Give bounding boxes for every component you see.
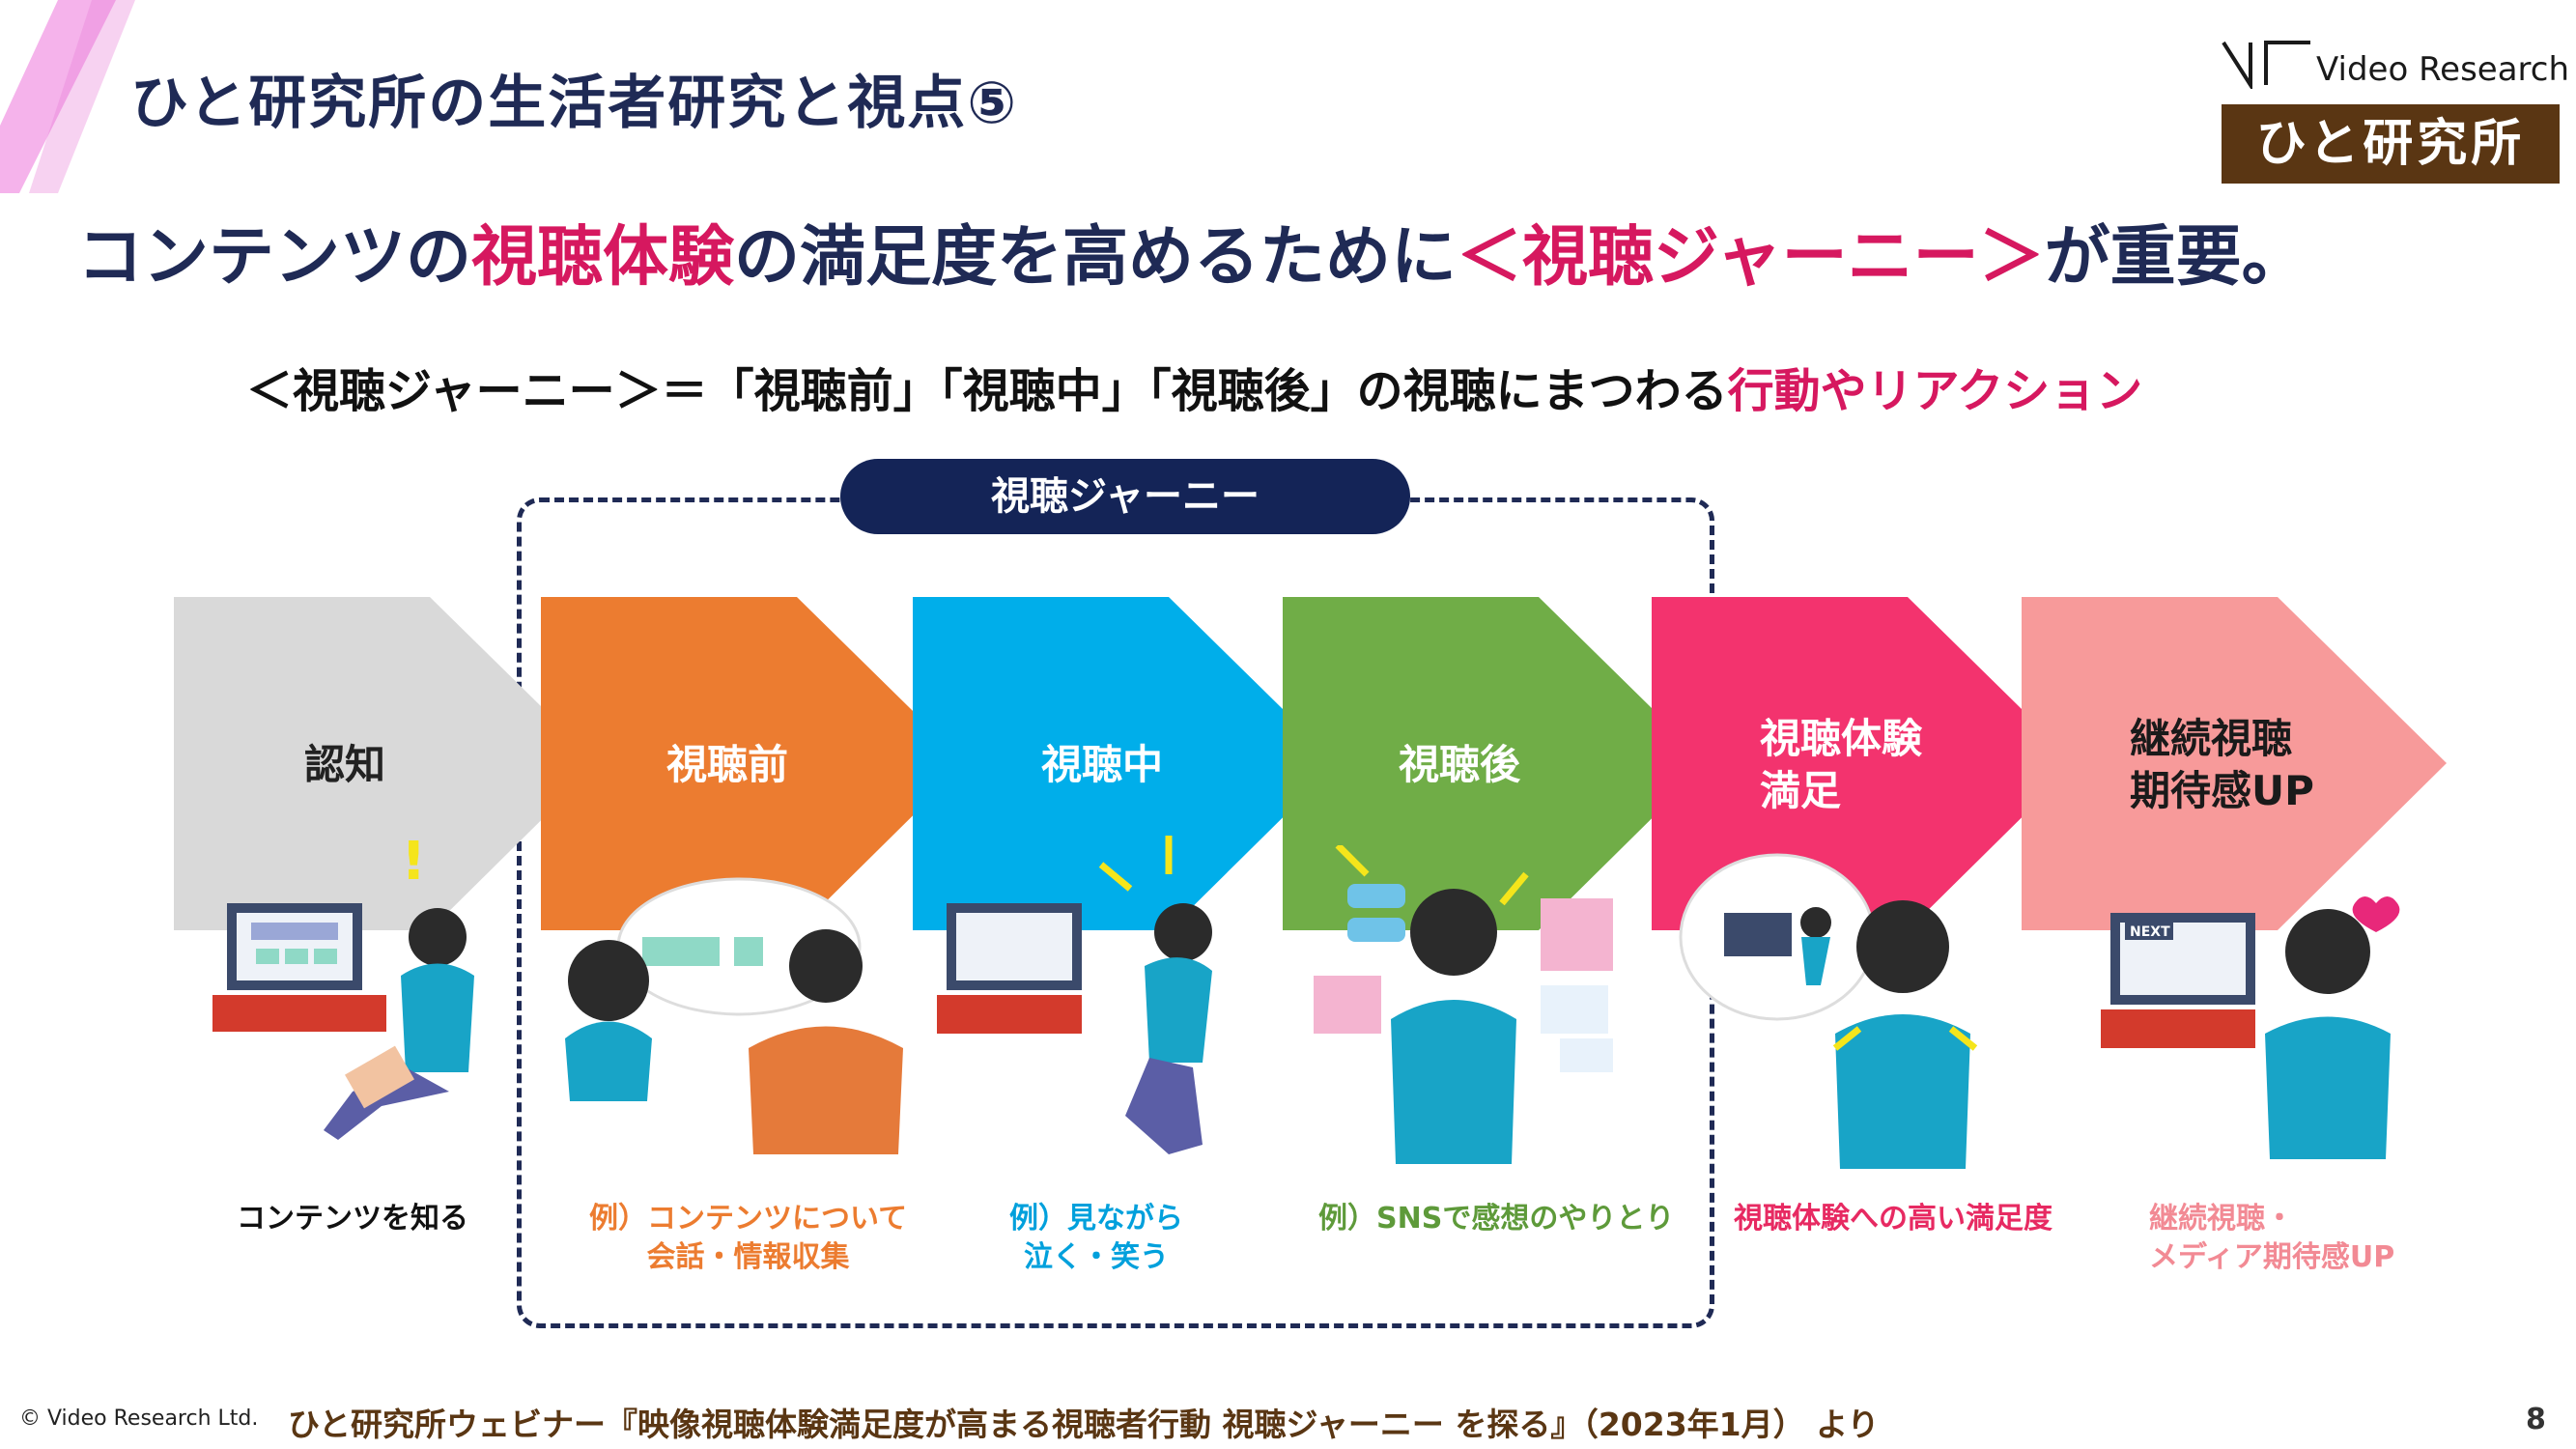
stage-label-3: 視聴中 <box>1041 739 1163 791</box>
stage-label-5: 視聴体験 満足 <box>1760 713 1922 817</box>
headline-highlight-2: ＜視聴ジャーニー＞ <box>1457 219 2045 296</box>
definition-line: ＜視聴ジャーニー＞＝「視聴前」「視聴中」「視聴後」の視聴にまつわる行動やリアクシ… <box>246 353 2142 420</box>
page-title: ひと研究所の生活者研究と視点⑤ <box>130 56 1018 140</box>
caption-3-line2: 泣く・笑う <box>1009 1238 1183 1277</box>
illustration-awareness: ! <box>208 840 488 1159</box>
copyright: © Video Research Ltd. <box>19 1406 258 1431</box>
caption-stage-3: 例）見ながら 泣く・笑う <box>1009 1200 1183 1277</box>
source-citation: ひと研究所ウェビナー『映像視聴体験満足度が高まる視聴者行動 視聴ジャーニー を探… <box>288 1399 1879 1445</box>
headline-part5: が重要。 <box>2045 219 2307 296</box>
stage-6-line1: 継続視聴 <box>2130 713 2314 765</box>
caption-stage-1: コンテンツを知る <box>237 1200 468 1238</box>
stage-label-2: 視聴前 <box>666 739 788 791</box>
stage-label-1: 認知 <box>304 739 385 791</box>
journey-label: 視聴ジャーニー <box>840 459 1410 534</box>
headline-highlight-1: 視聴体験 <box>471 219 734 296</box>
logo-company-name: Video Research <box>2316 50 2569 89</box>
stage-2-line1: 視聴前 <box>666 741 788 788</box>
logo-hito-kenkyujo: ひと研究所 <box>2222 104 2560 184</box>
illustration-satisfaction <box>1676 850 1995 1169</box>
caption-stage-6: 継続視聴・ メディア期待感UP <box>2149 1200 2394 1277</box>
stage-5-line2: 満足 <box>1760 765 1922 817</box>
headline: コンテンツの視聴体験の満足度を高めるために＜視聴ジャーニー＞が重要。 <box>77 203 2307 298</box>
headline-part1: コンテンツの <box>77 219 471 296</box>
caption-stage-2: 例）コンテンツについて 会話・情報収集 <box>589 1200 907 1277</box>
page-number: 8 <box>2526 1403 2546 1436</box>
caption-2-line1: 例）コンテンツについて <box>589 1200 907 1238</box>
stage-1-line1: 認知 <box>304 741 385 788</box>
stage-6-line2: 期待感UP <box>2130 765 2314 817</box>
stage-5-line1: 視聴体験 <box>1760 713 1922 765</box>
caption-stage-4: 例）SNSで感想のやりとり <box>1318 1200 1674 1238</box>
stage-4-line1: 視聴後 <box>1399 741 1520 788</box>
svg-text:!: ! <box>401 840 426 893</box>
video-research-logo-icon <box>2222 39 2313 89</box>
caption-6-line1: 継続視聴・ <box>2149 1200 2394 1238</box>
tv-next-label: NEXT <box>2130 924 2170 940</box>
accent-band <box>0 0 135 193</box>
illustration-during-viewing <box>932 836 1241 1183</box>
headline-part3: の満足度を高めるために <box>734 219 1457 296</box>
definition-part1: ＜視聴ジャーニー＞＝「視聴前」「視聴中」「視聴後」の視聴にまつわる <box>246 364 1728 418</box>
stage-label-6: 継続視聴 期待感UP <box>2130 713 2314 817</box>
caption-1-line1: コンテンツを知る <box>237 1200 468 1238</box>
caption-stage-5: 視聴体験への高い満足度 <box>1734 1200 2052 1238</box>
stage-3-line1: 視聴中 <box>1041 741 1163 788</box>
stage-label-4: 視聴後 <box>1399 739 1520 791</box>
caption-4-line1: 例）SNSで感想のやりとり <box>1318 1200 1674 1238</box>
illustration-continued-viewing: NEXT <box>2096 894 2405 1164</box>
definition-highlight: 行動やリアクション <box>1728 364 2143 418</box>
caption-3-line1: 例）見ながら <box>1009 1200 1183 1238</box>
caption-2-line2: 会話・情報収集 <box>589 1238 907 1277</box>
logo-box-text: ひと研究所 <box>2256 115 2525 173</box>
caption-6-line2: メディア期待感UP <box>2149 1238 2394 1277</box>
caption-5-line1: 視聴体験への高い満足度 <box>1734 1200 2052 1238</box>
illustration-after-viewing <box>1309 845 1628 1164</box>
illustration-before-viewing <box>541 874 908 1154</box>
